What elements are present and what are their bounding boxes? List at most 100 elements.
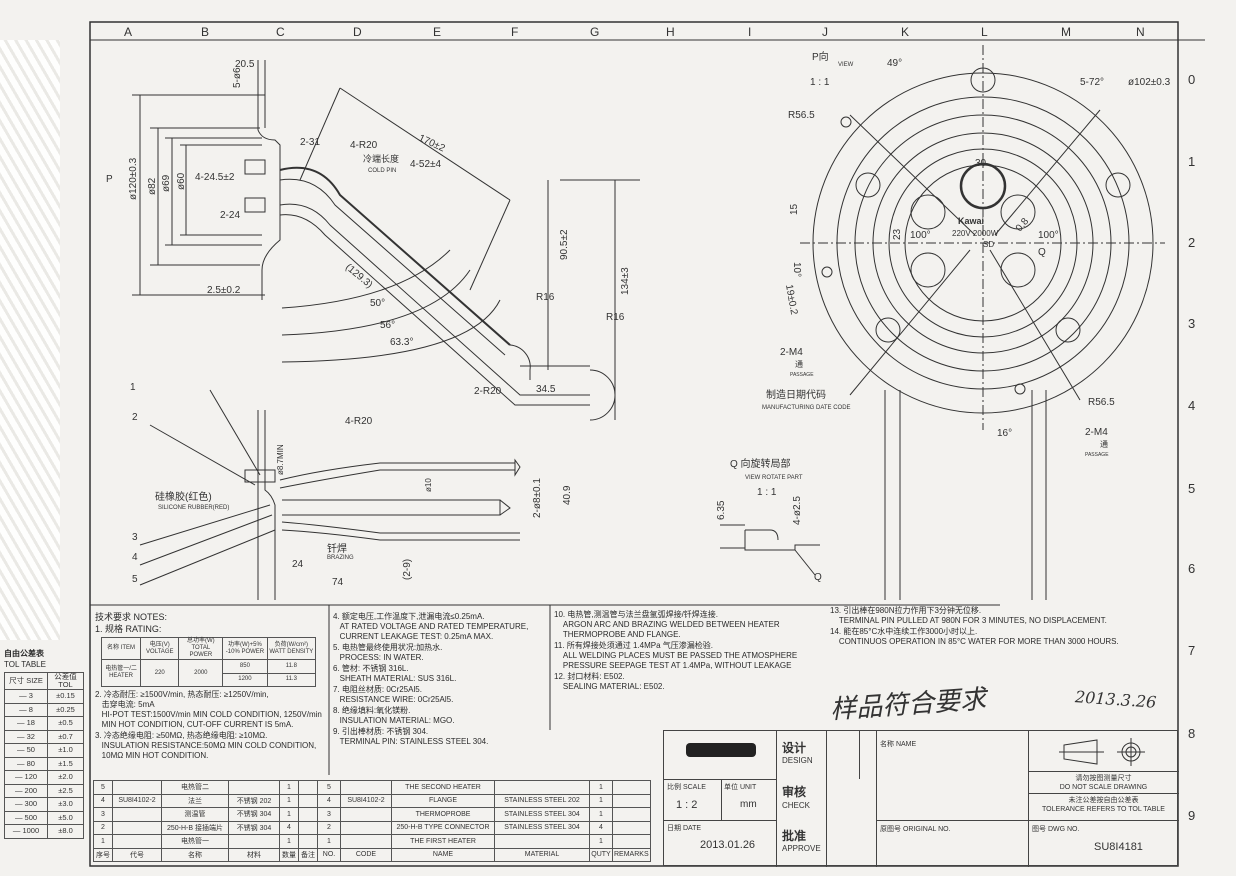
drawing-frame <box>89 21 1179 867</box>
parts-cell: STAINLESS STEEL 202 <box>494 793 590 808</box>
grid-col: K <box>901 25 909 39</box>
parts-cell <box>112 834 162 849</box>
parts-cell: 4 <box>93 793 113 808</box>
marking-brand: Kawai <box>958 216 984 226</box>
parts-cell <box>298 820 318 835</box>
grid-row: 9 <box>1188 808 1195 823</box>
grid-col: F <box>511 25 518 39</box>
q-view-title-en: VIEW ROTATE PART <box>745 475 803 481</box>
parts-cell: SU8I4102-2 <box>340 793 392 808</box>
dim: 5-72° <box>1080 77 1104 88</box>
tol-row: — 500±5.0 <box>4 810 84 825</box>
tol-header: 公差值 TOL <box>47 672 84 690</box>
notes-column-2: 4. 额定电压,工作温度下,泄漏电流≤0.25mA. AT RATED VOLT… <box>333 612 548 748</box>
original-no-label: 原图号 ORIGINAL NO. <box>880 826 951 833</box>
dim: R56.5 <box>788 110 815 121</box>
parts-cell: THE SECOND HEATER <box>391 780 495 795</box>
notes-heading: 技术要求 NOTES: <box>95 612 168 622</box>
tol-value: ±8.0 <box>47 824 84 839</box>
tol-row: — 80±1.5 <box>4 756 84 771</box>
dim: 100° <box>910 230 931 241</box>
marking-rating: 220V 2000W <box>952 229 999 238</box>
dim: ø69 <box>161 174 172 192</box>
rating-cell: 850 <box>222 659 268 674</box>
silicone-label-en: SILICONE RUBBER(RED) <box>158 505 229 511</box>
dim: 40.9 <box>562 485 573 505</box>
dim: 30 <box>975 158 987 169</box>
tol-header: 尺寸 SIZE <box>4 672 48 690</box>
dim: Q <box>814 572 822 583</box>
callout: 2 <box>132 412 138 423</box>
dim: Q <box>1038 247 1046 258</box>
note-2: 2. 冷态耐压: ≥1500V/min, 热态耐压: ≥1250V/min, 击… <box>95 690 322 729</box>
dim: R16 <box>606 312 625 323</box>
grid-row: 3 <box>1188 316 1195 331</box>
projection-symbol-icon <box>1059 738 1145 766</box>
parts-cell <box>112 780 162 795</box>
parts-cell: 1 <box>279 834 299 849</box>
tol-row: — 50±1.0 <box>4 743 84 758</box>
parts-cell: 代号 <box>112 847 162 862</box>
parts-cell: 名称 <box>161 847 229 862</box>
grid-columns: A B C D E F G H I J K L M N <box>124 25 1145 39</box>
parts-cell: REMARKS <box>612 847 651 862</box>
parts-cell <box>298 834 318 849</box>
name-label: 名称 NAME <box>880 741 917 748</box>
grid-row: 6 <box>1188 561 1195 576</box>
tol-size: — 3 <box>4 689 48 704</box>
tol-row: — 1000±8.0 <box>4 824 84 839</box>
grid-row: 2 <box>1188 235 1195 250</box>
rating-header: 名称 ITEM <box>100 637 142 660</box>
parts-cell <box>340 780 392 795</box>
parts-cell: 5 <box>93 780 113 795</box>
tol-value: ±5.0 <box>47 810 84 825</box>
dim: 6.35 <box>716 500 727 520</box>
scan-edge-scribble <box>0 40 60 640</box>
passage-en: PASSAGE <box>1085 452 1109 458</box>
tol-size: — 8 <box>4 702 48 717</box>
dim: 63.3° <box>390 337 413 348</box>
dim: ø60 <box>176 172 187 190</box>
m4-right-label: 2-M4 <box>1085 427 1108 438</box>
parts-cell: 4 <box>589 820 613 835</box>
tol-size: — 200 <box>4 783 48 798</box>
p-view-title-en: VIEW <box>838 62 854 68</box>
redacted-logo <box>686 743 756 757</box>
tol-value: ±0.15 <box>47 689 84 704</box>
dim: 34.5 <box>536 384 556 395</box>
p-view-title: P向 <box>812 50 829 63</box>
dim: 15 <box>789 203 800 215</box>
note-1: 1. 规格 RATING: <box>95 623 162 634</box>
parts-cell: 材料 <box>228 847 280 862</box>
date-code-en: MANUFACTURING DATE CODE <box>762 405 851 411</box>
cold-pin-label-cn: 冷端长度 <box>363 153 399 164</box>
note-9: 9. 引出棒材质: 不锈钢 304. TERMINAL PIN: STAINLE… <box>333 727 489 746</box>
design-cn: 设计 <box>782 741 807 755</box>
parts-cell: 数量 <box>279 847 299 862</box>
unit-value: mm <box>740 799 757 810</box>
tol-value: ±1.0 <box>47 743 84 758</box>
tol-size: — 1000 <box>4 824 48 839</box>
parts-cell: 测温管 <box>161 807 229 822</box>
parts-cell: 4 <box>279 820 299 835</box>
dim: ø82 <box>147 177 158 195</box>
parts-cell: THE FIRST HEATER <box>391 834 495 849</box>
parts-cell: 1 <box>589 780 613 795</box>
parts-cell: 250-H-B TYPE CONNECTOR <box>391 820 495 835</box>
dim: 23 <box>892 228 903 240</box>
dim: ø102±0.3 <box>1128 77 1171 88</box>
parts-cell: 1 <box>279 780 299 795</box>
passage-cn: 通 <box>795 359 803 369</box>
dim: 90.5±2 <box>559 229 570 260</box>
grid-row: 0 <box>1188 72 1195 87</box>
note-10: 10. 电热管,测温管与法兰盘氩弧焊接/钎焊连接. ARGON ARC AND … <box>554 610 780 639</box>
side-view-dims: P 20.5 5-ø6 ø120±0.3 ø82 ø69 ø60 4-24.5±… <box>106 59 631 397</box>
tol-value: ±0.7 <box>47 729 84 744</box>
parts-cell: 1 <box>93 834 113 849</box>
rating-header: 负荷(W/cm²) WATT DENSITY <box>266 637 317 660</box>
